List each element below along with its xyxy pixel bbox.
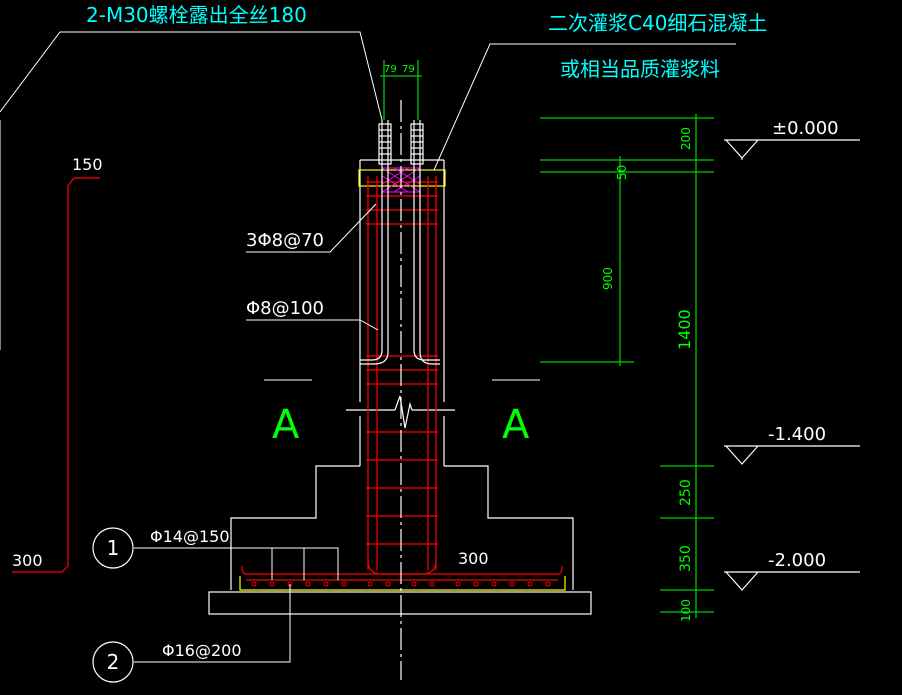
dim-200: 200 — [679, 127, 693, 150]
dim-bolt-spacing-left: 79 — [384, 64, 397, 75]
elevation-3-label: -2.000 — [768, 550, 826, 571]
right-dimension-texts: 200 50 900 1400 250 350 100 — [601, 127, 694, 622]
dim-1400: 1400 — [675, 309, 694, 350]
dim-left-300: 300 — [12, 551, 43, 570]
note-bolt: 2-M30螺栓露出全丝180 — [86, 3, 307, 27]
detail-marker-2: 2 — [92, 641, 134, 683]
dim-left-150: 150 — [72, 155, 103, 174]
elevation-mark-2 — [724, 445, 860, 465]
label-bar2: Φ16@200 — [162, 641, 242, 660]
note-leaders — [0, 31, 736, 663]
elevation-mark-3 — [724, 571, 860, 591]
note-grout-line1: 二次灌浆C40细石混凝土 — [548, 11, 767, 35]
dim-50: 50 — [615, 165, 629, 180]
reinforcement — [241, 176, 563, 581]
dim-900: 900 — [601, 267, 615, 290]
note-grout-line2: 或相当品质灌浆料 — [560, 57, 720, 81]
elevation-2-label: -1.400 — [768, 424, 826, 445]
right-dimension-chain — [540, 114, 714, 618]
marker-2-label: 2 — [107, 650, 120, 674]
elevation-1-label: ±0.000 — [772, 118, 839, 139]
dim-right-300: 300 — [458, 549, 489, 568]
section-label-left: A — [272, 402, 300, 448]
bottom-bar-dots — [251, 581, 551, 587]
anchor-bolts — [360, 100, 440, 680]
elevation-mark-1 — [724, 139, 860, 160]
dim-250: 250 — [678, 479, 694, 506]
grout-lines — [239, 169, 566, 591]
bolt-spacing-dimension — [380, 60, 422, 120]
label-stirrup: Φ8@100 — [246, 298, 324, 319]
left-reference-bar: 150 300 — [0, 120, 103, 573]
label-stirrup-top: 3Φ8@70 — [246, 230, 324, 251]
dim-350: 350 — [678, 545, 694, 572]
label-bar1: Φ14@150 — [150, 527, 230, 546]
section-label-right: A — [502, 402, 530, 448]
dim-100: 100 — [679, 599, 693, 622]
marker-1-label: 1 — [107, 536, 120, 560]
dim-bolt-spacing-right: 79 — [402, 64, 415, 75]
detail-marker-1: 1 — [92, 527, 134, 569]
foundation-outline — [208, 159, 592, 615]
